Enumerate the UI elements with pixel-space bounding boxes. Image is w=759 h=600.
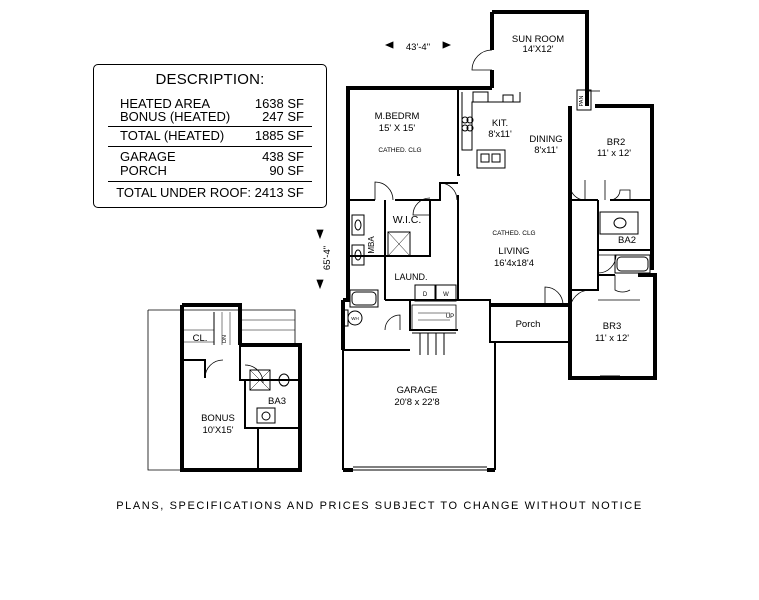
- room-name-wic: W.I.C.: [393, 214, 422, 226]
- tag-washer: W: [443, 292, 449, 298]
- desc-value: 90 SF: [269, 163, 304, 178]
- desc-total-value: 2413 SF: [254, 185, 304, 200]
- desc-value: 438 SF: [262, 149, 304, 164]
- room-name-kit: KIT.: [492, 118, 508, 129]
- room-size-kit: 8'x11': [488, 129, 512, 140]
- garage-door: [343, 466, 495, 472]
- room-name-porch: Porch: [516, 319, 541, 330]
- room-size-bonus: 10'X15': [202, 425, 233, 436]
- tag-dryer: D: [423, 292, 428, 298]
- room-name-bonus: BONUS: [201, 413, 235, 424]
- main-house-walls: [341, 86, 657, 380]
- dimension-depth: 65'-4": [322, 246, 333, 270]
- room-name-m-bedrm: M.BEDRM: [375, 111, 420, 122]
- room-name-ba2: BA2: [618, 235, 636, 246]
- room-size-garage: 20'8 x 22'8: [394, 397, 439, 408]
- room-name-dining: DINING: [529, 134, 562, 145]
- desc-value: 1885 SF: [254, 128, 304, 143]
- room-note-living: CATHED. CLG: [492, 230, 535, 237]
- tag-dn: DN: [222, 335, 228, 343]
- desc-label: HEATED AREA: [120, 96, 211, 111]
- desc-label: TOTAL (HEATED): [120, 128, 225, 143]
- tag-wh: WH: [351, 316, 359, 321]
- interior-walls: [342, 88, 652, 470]
- desc-label: BONUS (HEATED): [120, 109, 231, 124]
- sun-room-walls: [458, 10, 592, 111]
- dimension-lines: [316, 41, 452, 290]
- room-size-dining: 8'x11': [534, 145, 558, 156]
- room-size-br3: 11' x 12': [595, 333, 629, 344]
- desc-label: PORCH: [120, 163, 167, 178]
- room-size-living: 16'4x18'4: [494, 258, 534, 269]
- desc-total-under-roof: TOTAL UNDER ROOF: 2413 SF: [94, 185, 326, 200]
- desc-divider: [108, 126, 312, 127]
- room-name-mba: MBA: [367, 236, 376, 254]
- desc-value: 247 SF: [262, 109, 304, 124]
- disclaimer-notice: PLANS, SPECIFICATIONS AND PRICES SUBJECT…: [116, 500, 643, 512]
- room-name-sun-room: SUN ROOM: [512, 34, 564, 45]
- description-box: DESCRIPTION: HEATED AREA 1638 SF BONUS (…: [93, 64, 327, 208]
- tag-up: UP: [446, 314, 454, 320]
- room-name-cl: CL.: [193, 333, 208, 344]
- desc-total-label: TOTAL UNDER ROOF:: [116, 185, 252, 200]
- room-name-living: LIVING: [498, 246, 529, 257]
- description-title: DESCRIPTION:: [155, 71, 265, 88]
- bonus-plan-walls: [147, 303, 302, 472]
- room-name-laund: LAUND.: [394, 272, 427, 282]
- room-name-br2: BR2: [607, 137, 625, 148]
- door-swings: [374, 90, 631, 331]
- room-size-br2: 11' x 12': [597, 148, 631, 159]
- desc-value: 1638 SF: [254, 96, 304, 111]
- desc-divider: [108, 181, 312, 182]
- room-name-br3: BR3: [603, 321, 621, 332]
- room-name-ba3: BA3: [268, 396, 286, 407]
- room-size-sun-room: 14'X12': [522, 44, 553, 55]
- fixtures: [342, 91, 651, 377]
- room-name-garage: GARAGE: [397, 385, 438, 396]
- dimension-width: 43'-4": [406, 42, 430, 53]
- desc-divider: [108, 146, 312, 147]
- tag-pan: PAN: [579, 96, 585, 107]
- room-note-m-bedrm: CATHED. CLG: [378, 147, 421, 154]
- room-size-m-bedrm: 15' X 15': [379, 123, 416, 134]
- desc-label: GARAGE: [120, 149, 176, 164]
